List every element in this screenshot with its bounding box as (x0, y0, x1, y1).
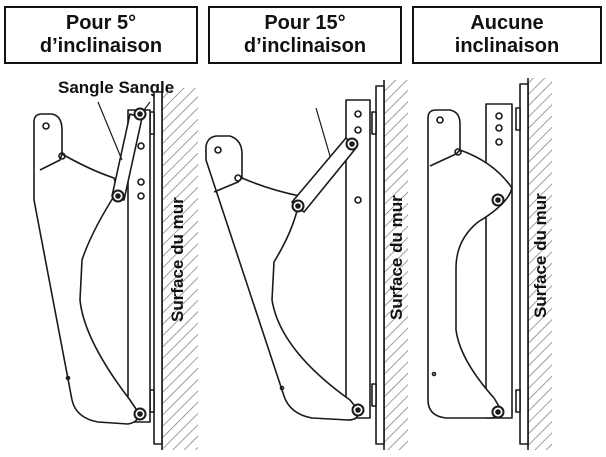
panel-1-title-line2: d’inclinaison (39, 35, 163, 57)
panel-2-title: Pour 15° d’inclinaison (208, 6, 402, 64)
panel-2-bracket (205, 135, 360, 421)
panel-1-title: Pour 5° d’inclinaison (4, 6, 198, 64)
panel-2-wall-label: Surface du mur (387, 195, 406, 320)
panel-1-wall-label: Surface du mur (168, 197, 187, 322)
panel-3-title-line2: inclinaison (454, 35, 560, 57)
panel-3-bracket (427, 109, 513, 419)
panel-3-wall-plate (519, 83, 529, 445)
panel-3-title: Aucune inclinaison (412, 6, 602, 64)
panel-3-title-line1: Aucune (470, 12, 544, 34)
panel-3-drawing (427, 78, 552, 450)
strap-label: Sangle Sangle (58, 78, 175, 97)
panel-1-drawing (33, 88, 198, 450)
panel-2-wall-hatch (384, 80, 408, 450)
panel-1-wall-hatch (162, 88, 198, 450)
panel-2-title-line1: Pour 15° (264, 12, 346, 34)
panel-3-wall-label: Surface du mur (531, 193, 550, 318)
panel-1-wall-plate (153, 91, 163, 445)
panel-2-wall-plate (375, 85, 385, 445)
panel-1-title-line1: Pour 5° (65, 12, 137, 34)
panel-2-drawing (205, 80, 408, 450)
panel-3-wall-hatch (528, 78, 552, 450)
panel-2-title-line2: d’inclinaison (243, 35, 367, 57)
